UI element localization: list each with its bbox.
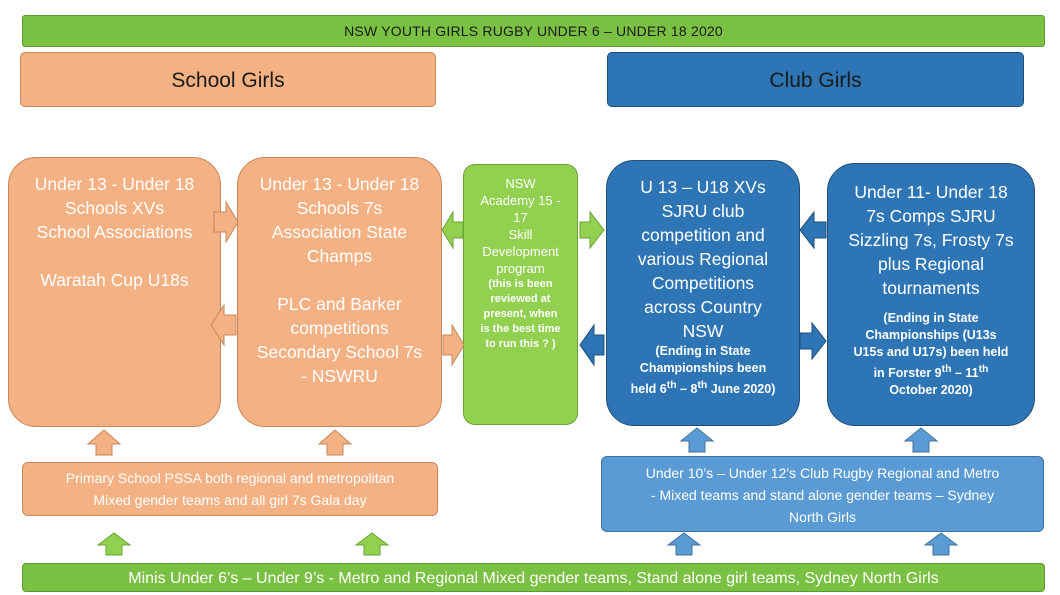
primary-line: Primary School PSSA both regional and me… — [65, 470, 395, 486]
schools-7s-line: Association State — [271, 222, 408, 242]
arrow-up-icon — [317, 429, 353, 456]
title-banner: NSW YOUTH GIRLS RUGBY UNDER 6 – UNDER 18… — [22, 15, 1045, 47]
academy-note: present, when — [483, 308, 558, 320]
club-junior-line: North Girls — [789, 509, 856, 525]
club-xvs-line: NSW — [682, 321, 724, 341]
club-7s-note: U15s and U17s) been held — [853, 345, 1009, 359]
schools-7s-line: - NSWRU — [301, 366, 378, 386]
club-7s-line: Sizzling 7s, Frosty 7s — [848, 230, 1014, 250]
club-xvs-line: across Country — [644, 297, 762, 317]
club-xvs-note: (Ending in State — [655, 344, 751, 358]
club-7s-note: in Forster 9th – 11th — [873, 364, 989, 381]
club-girls-header: Club Girls — [607, 52, 1024, 107]
arrow-left-icon — [579, 323, 605, 367]
academy-line: Academy 15 - — [480, 193, 561, 208]
club-junior-box: Under 10’s – Under 12’s Club Rugby Regio… — [601, 456, 1044, 532]
club-junior-line: - Mixed teams and stand alone gender tea… — [650, 487, 995, 503]
arrow-right-icon — [579, 210, 605, 250]
schools-7s-line: Secondary School 7s — [256, 342, 423, 362]
schools-7s-line: PLC and Barker — [277, 294, 402, 314]
academy-line: NSW — [505, 176, 536, 191]
schools-7s-box: Under 13 - Under 18 Schools 7s Associati… — [237, 157, 442, 427]
club-7s-note: October 2020) — [889, 383, 973, 398]
club-xvs-box: U 13 – U18 XVs SJRU club competition and… — [606, 160, 800, 426]
arrow-right-icon — [799, 321, 827, 361]
primary-school-box: Primary School PSSA both regional and me… — [22, 462, 438, 516]
club-7s-line: tournaments — [882, 278, 980, 298]
club-junior-line: Under 10’s – Under 12’s Club Rugby Regio… — [645, 465, 1000, 481]
arrow-up-icon — [923, 532, 959, 556]
academy-note: to run this ? ) — [485, 338, 556, 350]
arrow-up-icon — [96, 532, 132, 556]
club-xvs-line: SJRU club — [661, 201, 745, 221]
club-xvs-line: competition and — [641, 225, 765, 245]
club-xvs-line: Competitions — [651, 273, 755, 293]
schools-7s-line: competitions — [290, 318, 389, 338]
academy-note: is the best time — [480, 323, 561, 335]
arrow-up-icon — [666, 532, 702, 556]
academy-note: (this is been — [488, 278, 553, 290]
academy-line: Development — [482, 244, 559, 259]
academy-note: reviewed at — [490, 293, 551, 305]
club-7s-line: plus Regional — [877, 254, 985, 274]
primary-line: Mixed gender teams and all girl 7s Gala … — [93, 492, 367, 508]
club-xvs-line: various Regional — [637, 249, 769, 269]
schools-xvs-line: Schools XVs — [64, 198, 165, 218]
arrow-left-icon — [799, 210, 827, 250]
arrow-up-icon — [354, 532, 390, 556]
arrow-right-icon — [442, 323, 465, 367]
club-7s-note: Championships (U13s — [865, 328, 997, 342]
arrow-up-icon — [903, 427, 939, 453]
club-xvs-line: U 13 – U18 XVs — [640, 177, 766, 197]
schools-xvs-line: Under 13 - Under 18 — [34, 174, 195, 194]
club-7s-note: (Ending in State — [883, 311, 979, 325]
academy-line: Skill — [508, 227, 533, 242]
schools-7s-line: Under 13 - Under 18 — [259, 174, 420, 194]
club-xvs-note: Championships been — [639, 361, 767, 375]
arrow-up-icon — [86, 429, 122, 456]
schools-7s-line: Champs — [306, 246, 373, 266]
waratah-cup-label: Waratah Cup U18s — [40, 270, 189, 290]
academy-line: 17 — [513, 210, 528, 225]
schools-xvs-line: School Associations — [36, 222, 193, 242]
schools-xvs-box: Under 13 - Under 18 Schools XVs School A… — [8, 157, 221, 427]
minis-bar: Minis Under 6’s – Under 9’s - Metro and … — [22, 563, 1045, 592]
academy-box: NSW Academy 15 - 17 Skill Development pr… — [463, 164, 578, 425]
club-7s-box: Under 11- Under 18 7s Comps SJRU Sizzlin… — [827, 163, 1035, 426]
club-7s-line: Under 11- Under 18 — [854, 182, 1008, 202]
club-xvs-note: held 6th – 8th June 2020) — [630, 380, 776, 397]
schools-7s-line: Schools 7s — [296, 198, 383, 218]
academy-line: program — [496, 261, 545, 276]
arrow-up-icon — [679, 427, 715, 453]
club-7s-line: 7s Comps SJRU — [866, 206, 996, 226]
arrow-left-icon — [441, 210, 464, 250]
school-girls-header: School Girls — [20, 52, 436, 107]
